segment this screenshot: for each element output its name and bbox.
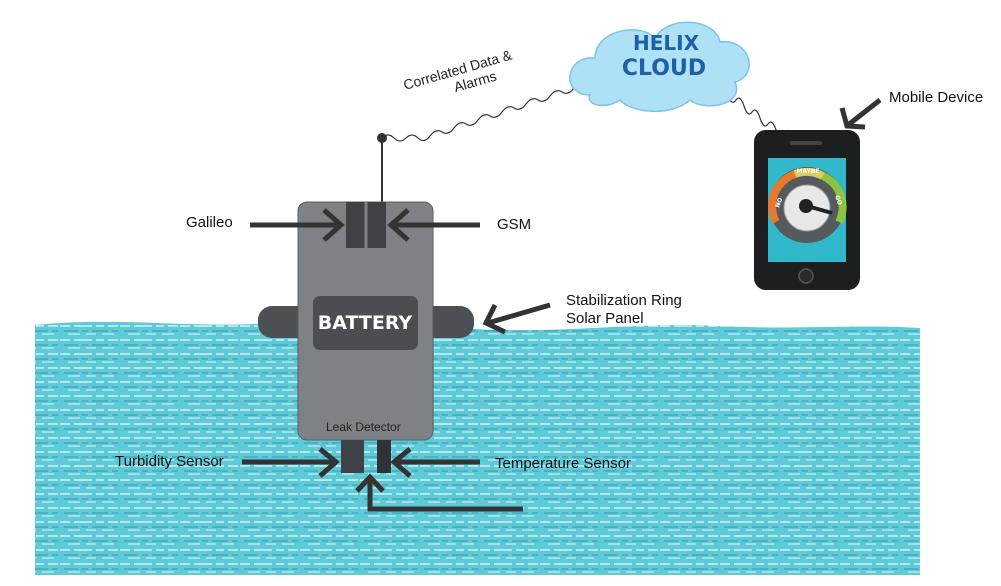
turbidity-arrow [242, 447, 340, 478]
gauge-no-label: NO [774, 197, 784, 209]
gauge-maybe-label: MAYBE [796, 168, 819, 175]
link-label: Correlated Data & Alarms [401, 46, 514, 95]
gsm-arrow [387, 208, 480, 242]
antenna-tip-icon [377, 133, 387, 143]
galileo-label: Galileo [186, 214, 233, 231]
turbidity-sensor-label: Turbidity Sensor [115, 453, 224, 470]
temperature-sensor-probe [377, 440, 391, 473]
stabilization-arrow [482, 302, 551, 335]
battery-label: BATTERY [318, 312, 413, 334]
leak-detector-arrow [355, 473, 523, 512]
temperature-sensor-label: Temperature Sensor [495, 455, 631, 472]
gauge-icon: MAYBE NO GO [768, 167, 847, 243]
mobile-device-label: Mobile Device [889, 89, 984, 106]
mobile-device-arrow [839, 98, 882, 130]
stabilization-ring-label: Stabilization Ring [566, 292, 682, 309]
cloud-title-line1: HELIX [633, 31, 700, 55]
cloud-title-line2: CLOUD [622, 56, 706, 81]
water-surface [35, 320, 920, 575]
gsm-label: GSM [497, 216, 532, 233]
solar-panel-label: Solar Panel [566, 310, 644, 327]
home-button-icon [798, 268, 814, 284]
galileo-arrow [250, 208, 345, 242]
turbidity-sensor-probe [341, 440, 364, 473]
helix-cloud: HELIX CLOUD [569, 21, 750, 112]
leak-detector-label: Leak Detector [326, 420, 401, 434]
mobile-device: MAYBE NO GO [754, 130, 860, 290]
battery [313, 296, 418, 350]
gauge-go-label: GO [833, 194, 843, 206]
temperature-arrow [390, 447, 480, 478]
